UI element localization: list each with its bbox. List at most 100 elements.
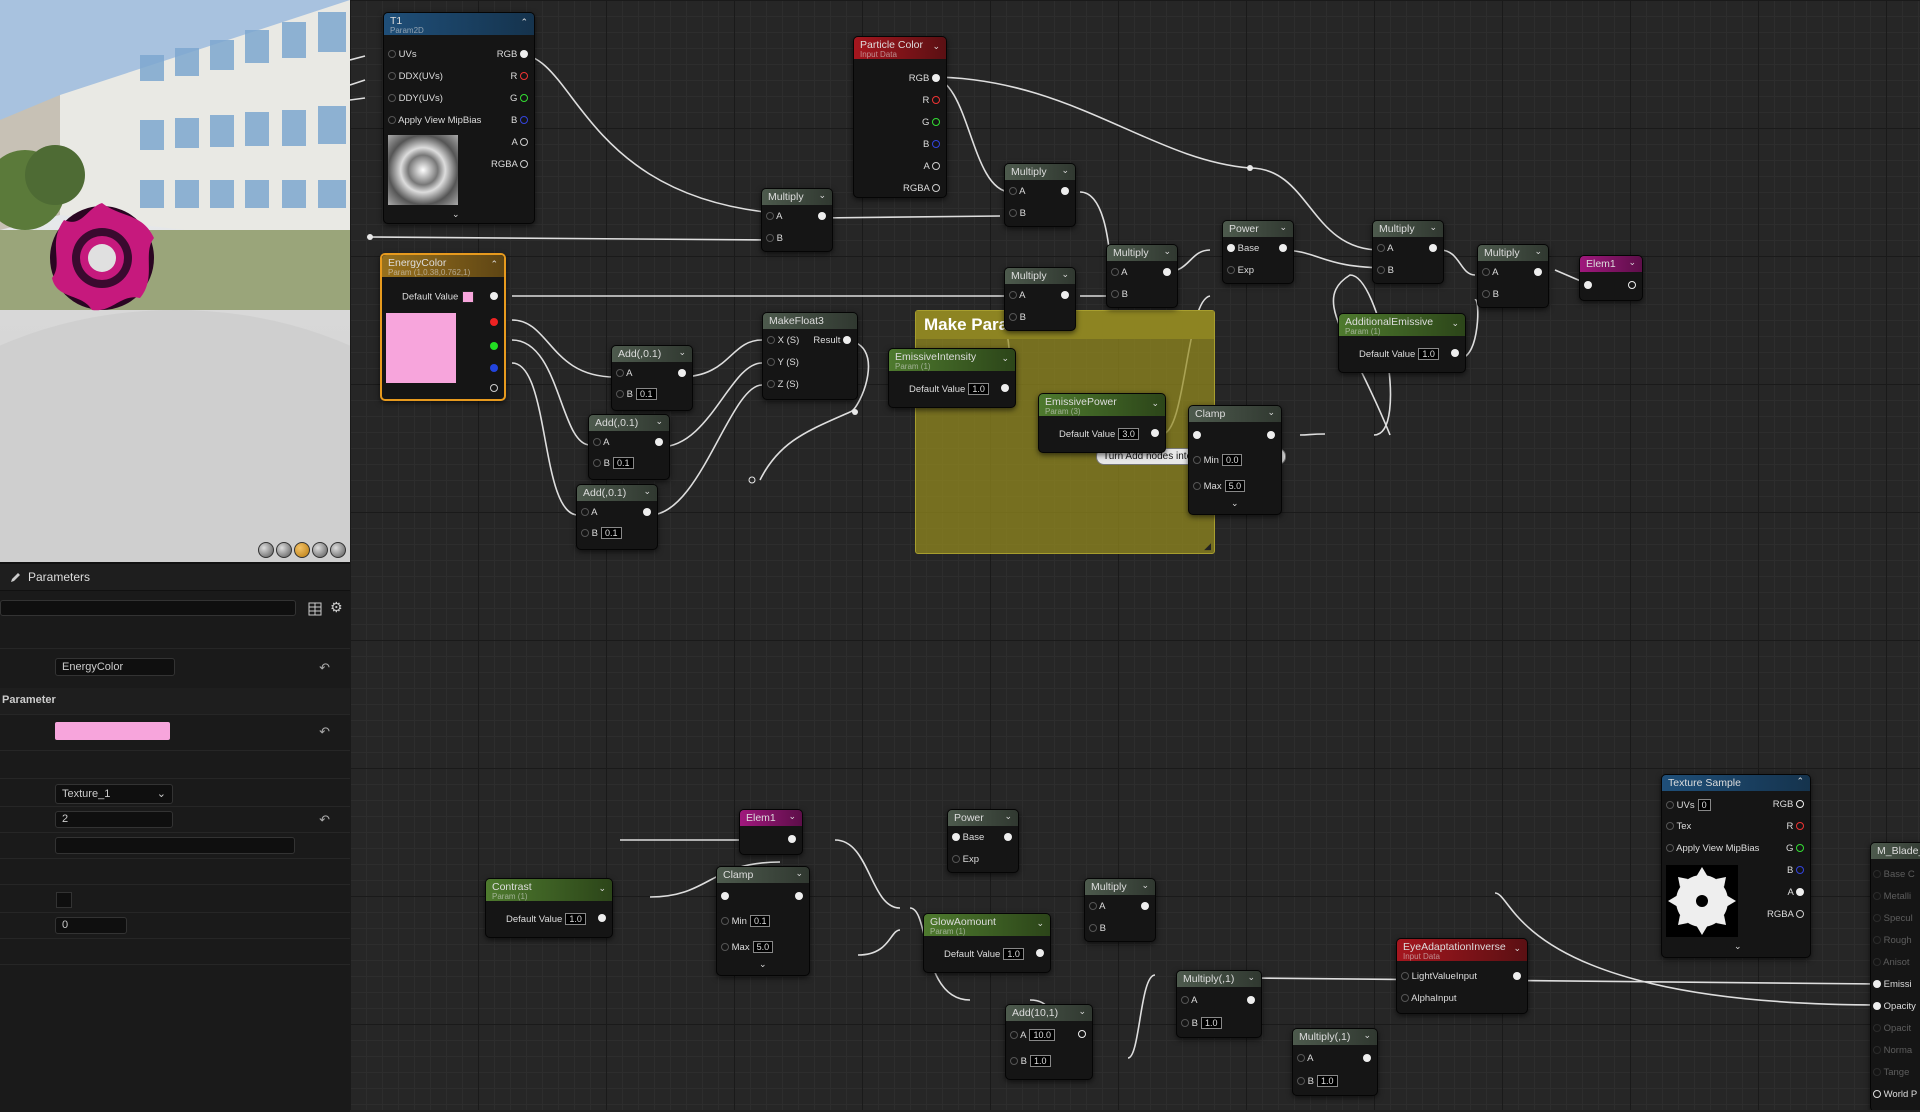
collapse-icon[interactable]: ⌄ [1163, 246, 1171, 256]
pin-icon[interactable] [721, 943, 729, 952]
pin-icon[interactable] [388, 50, 396, 59]
pin-icon[interactable] [795, 892, 803, 901]
pin-icon[interactable] [1873, 914, 1881, 923]
reset-icon[interactable]: ↶ [319, 660, 330, 675]
pin-icon[interactable] [388, 94, 396, 103]
value-field[interactable]: 0.1 [612, 457, 634, 469]
pin-icon[interactable] [1873, 892, 1881, 901]
pin-icon[interactable] [1451, 349, 1459, 358]
pin-icon[interactable] [388, 72, 396, 81]
checkbox[interactable] [56, 892, 72, 908]
pin-icon[interactable] [490, 292, 498, 301]
pin-icon[interactable] [1401, 994, 1409, 1003]
pin-icon[interactable] [1796, 844, 1804, 853]
collapse-icon[interactable]: ⌄ [678, 347, 686, 357]
reset-icon[interactable]: ↶ [319, 724, 330, 739]
pin-icon[interactable] [490, 384, 498, 393]
pin-icon[interactable] [767, 380, 775, 389]
node-multiply-1[interactable]: Multiply⌄ A B [761, 188, 833, 252]
pin-icon[interactable] [843, 336, 851, 345]
pin-icon[interactable] [1873, 870, 1881, 879]
value-field[interactable]: 0.0 [1221, 454, 1243, 466]
node-makefloat3[interactable]: MakeFloat3 X (S) Y (S) Z (S) Result [762, 312, 858, 400]
pin-icon[interactable] [721, 917, 729, 926]
pin-icon[interactable] [1796, 800, 1804, 809]
pin-icon[interactable] [1534, 268, 1542, 277]
pin-icon[interactable] [1666, 844, 1674, 853]
pin-icon[interactable] [1666, 801, 1674, 810]
value-field[interactable]: 0 [1697, 799, 1711, 811]
pin-icon[interactable] [1227, 266, 1235, 275]
pin-icon[interactable] [1377, 266, 1385, 275]
pin-icon[interactable] [1111, 268, 1119, 277]
collapse-icon[interactable]: ⌄ [655, 416, 663, 426]
value-field[interactable]: 1.0 [1003, 948, 1024, 960]
pin-icon[interactable] [520, 94, 528, 103]
value-field[interactable]: 1.0 [968, 383, 989, 395]
pin-icon[interactable] [1089, 924, 1097, 933]
node-multiply-7[interactable]: Multiply⌄ A B [1084, 878, 1156, 942]
pin-icon[interactable] [767, 358, 775, 367]
collapse-icon[interactable]: ⌄ [1363, 1030, 1371, 1040]
expand-icon[interactable]: ⌄ [452, 209, 460, 219]
pin-icon[interactable] [1061, 187, 1069, 196]
pin-icon[interactable] [1163, 268, 1171, 277]
pin-icon[interactable] [1513, 972, 1521, 981]
pin-icon[interactable] [1873, 1090, 1881, 1099]
pin-icon[interactable] [520, 72, 528, 81]
node-elem1-named-reroute[interactable]: Elem1⌄ [1579, 255, 1643, 301]
pin-icon[interactable] [1089, 902, 1097, 911]
pin-icon[interactable] [1297, 1054, 1305, 1063]
pin-icon[interactable] [598, 914, 606, 923]
reset-icon[interactable]: ↶ [319, 812, 330, 827]
pin-icon[interactable] [643, 508, 651, 517]
grid-icon[interactable] [308, 602, 322, 616]
pin-icon[interactable] [932, 118, 940, 127]
collapse-icon[interactable]: ⌄ [1141, 880, 1149, 890]
value-field[interactable]: 1.0 [1200, 1017, 1222, 1029]
collapse-icon[interactable]: ⌄ [1247, 972, 1255, 982]
pin-icon[interactable] [721, 892, 729, 901]
pin-icon[interactable] [520, 138, 528, 147]
pin-icon[interactable] [1377, 244, 1385, 253]
pin-icon[interactable] [520, 50, 528, 59]
value-field[interactable]: 5.0 [752, 941, 774, 953]
pin-icon[interactable] [1873, 958, 1881, 967]
pin-icon[interactable] [932, 184, 940, 193]
node-power-1[interactable]: Power⌄ Base Exp [1222, 220, 1294, 284]
wireframe-mode-icon[interactable] [312, 542, 328, 558]
pin-icon[interactable] [1247, 996, 1255, 1005]
node-multiply-4[interactable]: Multiply⌄ A B [1106, 244, 1178, 308]
pin-icon[interactable] [767, 336, 775, 345]
pin-icon[interactable] [1009, 291, 1017, 300]
pin-icon[interactable] [1061, 291, 1069, 300]
value-field[interactable]: 1.0 [1316, 1075, 1338, 1087]
collapse-icon[interactable]: ⌄ [932, 41, 940, 51]
search-input[interactable] [0, 600, 296, 616]
collapse-icon[interactable]: ⌄ [1061, 165, 1069, 175]
pin-icon[interactable] [1584, 281, 1592, 290]
pin-icon[interactable] [766, 212, 774, 221]
pin-icon[interactable] [766, 234, 774, 243]
pin-icon[interactable] [616, 369, 624, 378]
pin-icon[interactable] [1666, 822, 1674, 831]
pin-icon[interactable] [581, 529, 589, 538]
pin-icon[interactable] [1628, 281, 1636, 290]
parameters-tab[interactable]: Parameters [0, 564, 350, 591]
collapse-icon[interactable]: ⌄ [1534, 246, 1542, 256]
node-elem1-usage[interactable]: Elem1⌄ [739, 809, 803, 855]
pin-icon[interactable] [788, 835, 796, 844]
collapse-icon[interactable]: ⌃ [1796, 776, 1804, 786]
pin-icon[interactable] [952, 855, 960, 864]
pin-icon[interactable] [1267, 431, 1275, 440]
unlit-mode-icon[interactable] [276, 542, 292, 558]
